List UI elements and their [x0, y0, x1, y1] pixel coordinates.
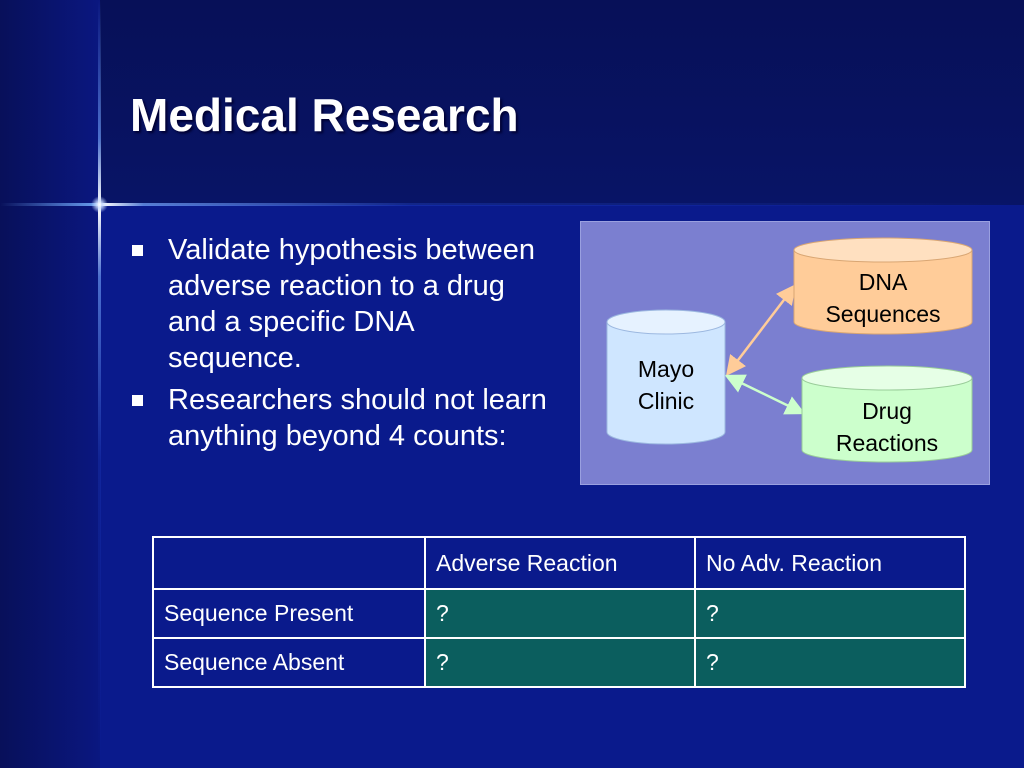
table-header-cell: [152, 536, 426, 590]
cylinder-dna-sequences: [793, 237, 973, 335]
cylinder-drug-reactions: [801, 365, 973, 463]
cylinder-mayo-clinic: [606, 309, 726, 445]
diagram-panel: Mayo Clinic DNA Sequences Drug Reactions: [580, 221, 990, 485]
table-cell: ?: [424, 637, 696, 688]
side-band: [0, 0, 100, 768]
mayo-clinic-label: Mayo Clinic: [607, 353, 725, 417]
edge-mayo-dna: [725, 284, 797, 376]
mayo-line-2: Clinic: [637, 388, 695, 414]
mayo-line-1: Mayo: [637, 356, 695, 382]
square-bullet-icon: [132, 395, 143, 406]
table-row: Sequence Present ? ?: [152, 588, 966, 639]
light-flare-vertical: [98, 0, 101, 768]
table-header-row: Adverse Reaction No Adv. Reaction: [152, 536, 966, 590]
light-flare-horizontal: [0, 203, 1024, 206]
table-header-cell: No Adv. Reaction: [694, 536, 966, 590]
dna-line-1: DNA: [858, 269, 908, 295]
bullet-item: Researchers should not learn anything be…: [130, 382, 550, 454]
diagram-svg: [606, 237, 973, 463]
bullet-text: Researchers should not learn anything be…: [168, 384, 547, 452]
table-cell: ?: [694, 588, 966, 639]
table-cell: ?: [424, 588, 696, 639]
table-row: Sequence Absent ? ?: [152, 637, 966, 688]
title-band: [100, 0, 1024, 205]
table-header-cell: Adverse Reaction: [424, 536, 696, 590]
bullet-text: Validate hypothesis between adverse reac…: [168, 234, 536, 374]
light-flare-star-icon: [91, 196, 108, 213]
slide-title: Medical Research: [130, 89, 519, 141]
drug-line-2: Reactions: [835, 430, 939, 456]
bullet-item: Validate hypothesis between adverse reac…: [130, 232, 550, 376]
dna-sequences-label: DNA Sequences: [794, 266, 972, 330]
counts-table: Adverse Reaction No Adv. Reaction Sequen…: [152, 536, 966, 688]
drug-line-1: Drug: [862, 398, 912, 424]
square-bullet-icon: [132, 245, 143, 256]
dna-line-2: Sequences: [825, 301, 941, 327]
table-row-label: Sequence Absent: [152, 637, 426, 688]
table-cell: ?: [694, 637, 966, 688]
table-row-label: Sequence Present: [152, 588, 426, 639]
edge-mayo-drug: [724, 374, 806, 415]
bullet-list: Validate hypothesis between adverse reac…: [130, 232, 550, 460]
drug-reactions-label: Drug Reactions: [802, 395, 972, 459]
